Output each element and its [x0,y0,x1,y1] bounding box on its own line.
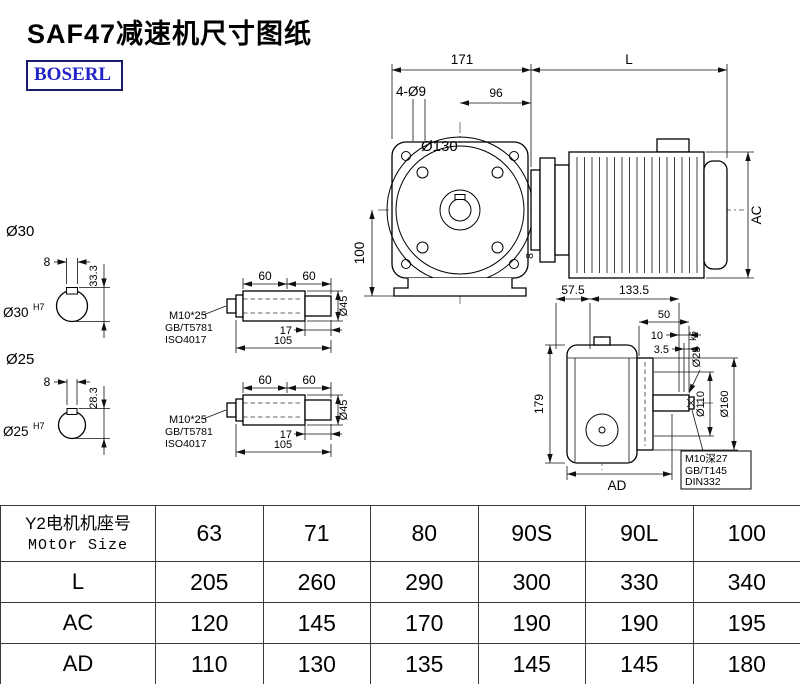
endtop-bolt-label: M10*25 [169,310,207,322]
endbot-60a-label: 60 [258,373,272,387]
endbot-dia-label: Ø45 [338,400,350,421]
cell-L-90L: 330 [585,561,694,603]
cell-L-63: 205 [155,561,264,603]
row-label-L: L [0,561,156,603]
shaft30-tol-label: H7 [33,302,45,312]
endbot-bolt-label: M10*25 [169,414,207,426]
dim-flange-dia-label: Ø130 [421,138,458,155]
side-view: 57.5 133.5 50 10 3.5 Ø25 k6 Ø110 Ø160 17… [532,283,752,493]
side-std-a-label: GB/T145 [685,465,727,477]
cell-AC-100: 195 [692,602,800,644]
endtop-std-a-label: GB/T5781 [165,322,213,334]
dim-bolt-holes-label: 4-Ø9 [396,84,426,99]
cell-AD-71: 130 [262,643,371,684]
endbot-std-a-label: GB/T5781 [165,426,213,438]
side-shaft-dia-label: Ø25 [691,347,703,368]
side-tap-label: M10深27 [685,453,728,465]
side-179-label: 179 [532,394,546,414]
cell-L-90S: 300 [477,561,586,603]
cell-AD-100: 180 [692,643,800,684]
shaft25-keywidth-label: 8 [44,375,51,389]
header-motor-size-cn: Y2电机机座号 [25,513,131,533]
side-shaft-tol-label: k6 [688,331,698,341]
side-AD-label: AD [608,478,627,493]
size-col-90S: 90S [477,505,586,562]
motor-size-table: Y2电机机座号 MOtOr Size 63 71 80 90S 90L 100 … [0,505,800,684]
side-110-label: Ø110 [695,391,707,417]
table-row-AD: AD 110 130 135 145 145 180 [0,643,800,684]
endtop-105-label: 105 [274,335,292,347]
hollow-shaft-25-detail: Ø25 8 28.3 Ø25 H7 [3,351,110,455]
brand-logo: BOSERL [26,60,124,91]
endbot-std-b-label: ISO4017 [165,438,207,450]
shaft30-keywidth-label: 8 [44,255,51,269]
cell-AD-90L: 145 [585,643,694,684]
header-motor-size-cell: Y2电机机座号 MOtOr Size [0,505,156,562]
dim-AC-label: AC [749,205,764,224]
endbot-60b-label: 60 [302,373,316,387]
table-header-row: Y2电机机座号 MOtOr Size 63 71 80 90S 90L 100 [0,505,800,562]
dim-100-label: 100 [352,242,367,265]
shaft30-dia-label: Ø30 [6,223,34,240]
header-motor-size-en: MOtOr Size [27,536,128,554]
hollow-shaft-30-detail: Ø30 8 33.3 Ø30 H7 [3,223,110,338]
cell-AC-90L: 190 [585,602,694,644]
dim-96-label: 96 [489,86,503,100]
row-label-AD: AD [0,643,156,684]
size-col-71: 71 [262,505,371,562]
side-133-5-label: 133.5 [619,283,649,297]
table-row-AC: AC 120 145 170 190 190 195 [0,602,800,644]
cell-L-80: 290 [370,561,479,603]
size-col-90L: 90L [585,505,694,562]
shaft25-dia-label: Ø25 [6,351,34,368]
cell-AC-90S: 190 [477,602,586,644]
side-3-5-label: 3.5 [654,344,669,356]
side-160-label: Ø160 [719,391,731,418]
size-col-63: 63 [155,505,264,562]
dim-L-label: L [625,52,633,67]
shaft25-fit-label: Ø25 [3,424,29,439]
endtop-60b-label: 60 [302,269,316,283]
size-col-80: 80 [370,505,479,562]
cell-L-71: 260 [262,561,371,603]
size-col-100: 100 [692,505,800,562]
side-57-5-label: 57.5 [561,283,585,297]
dim-171-label: 171 [451,52,474,67]
shaft-end-detail-top: 60 60 17 105 Ø45 M10*25 GB/T5781 ISO4017 [165,269,350,353]
endtop-std-b-label: ISO4017 [165,334,207,346]
cell-AD-63: 110 [155,643,264,684]
dimension-drawing: 171 L 96 4-Ø9 Ø130 100 AC 8 Ø30 8 33.3 Ø… [3,52,764,493]
front-view: 171 L 96 4-Ø9 Ø130 100 AC 8 [352,52,764,304]
dim-gap-label: 8 [524,253,536,259]
endtop-17-label: 17 [280,325,292,337]
table-row-L: L 205 260 290 300 330 340 [0,561,800,603]
cell-AC-80: 170 [370,602,479,644]
cell-AC-63: 120 [155,602,264,644]
shaft-end-detail-bottom: 60 60 17 105 Ø45 M10*25 GB/T5781 ISO4017 [165,373,350,457]
shaft25-keyheight-label: 28.3 [88,387,100,408]
page-title: SAF47减速机尺寸图纸 [27,19,313,49]
endtop-60a-label: 60 [258,269,272,283]
endbot-105-label: 105 [274,439,292,451]
side-std-b-label: DIN332 [685,476,721,488]
cell-AD-90S: 145 [477,643,586,684]
shaft30-fit-label: Ø30 [3,305,29,320]
shaft25-tol-label: H7 [33,421,45,431]
cell-AD-80: 135 [370,643,479,684]
endbot-17-label: 17 [280,429,292,441]
cell-L-100: 340 [692,561,800,603]
side-50-label: 50 [658,309,670,321]
cell-AC-71: 145 [262,602,371,644]
shaft30-keyheight-label: 33.3 [88,265,100,286]
side-10-label: 10 [651,330,663,342]
endtop-dia-label: Ø45 [338,296,350,317]
row-label-AC: AC [0,602,156,644]
